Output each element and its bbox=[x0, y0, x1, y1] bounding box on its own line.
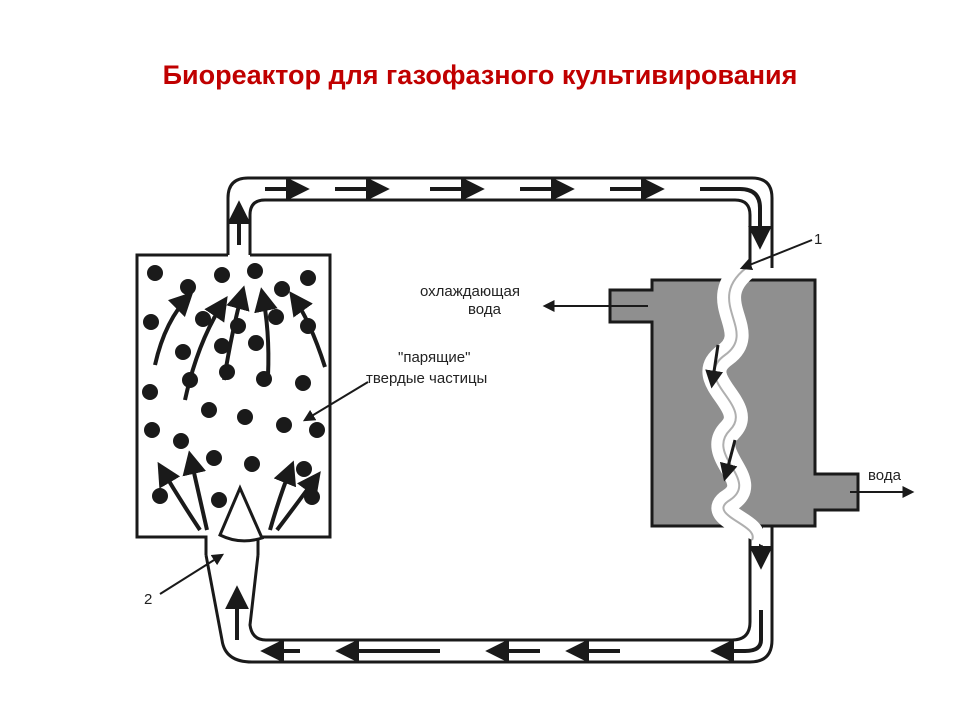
particle bbox=[248, 335, 264, 351]
gas-jet-arrow bbox=[254, 287, 278, 377]
gas-jet-arrow bbox=[268, 460, 297, 531]
particle bbox=[247, 263, 263, 279]
gas-jet-arrow bbox=[183, 296, 228, 401]
particle bbox=[214, 338, 230, 354]
gas-jet-arrow bbox=[275, 471, 321, 532]
flow-arrows bbox=[225, 177, 773, 663]
particle bbox=[211, 492, 227, 508]
particle bbox=[144, 422, 160, 438]
particle bbox=[152, 488, 168, 504]
particle bbox=[142, 384, 158, 400]
particles-label-line1: "парящие" bbox=[398, 349, 470, 366]
coil-flow-arrow bbox=[705, 344, 724, 389]
particle bbox=[147, 265, 163, 281]
water-outlet-label: вода bbox=[868, 467, 902, 484]
particle bbox=[206, 450, 222, 466]
particles-label-line2: твердые частицы bbox=[366, 370, 487, 387]
particle bbox=[175, 344, 191, 360]
particle bbox=[268, 309, 284, 325]
gas-jet-arrows bbox=[153, 285, 327, 532]
gas-nozzle bbox=[218, 484, 265, 543]
coil-flow-arrow bbox=[719, 439, 738, 482]
particle bbox=[244, 456, 260, 472]
flow-arrow bbox=[700, 187, 772, 250]
particle bbox=[295, 375, 311, 391]
particle bbox=[309, 422, 325, 438]
particle bbox=[296, 461, 312, 477]
reactor-vessel bbox=[135, 253, 332, 555]
particle bbox=[143, 314, 159, 330]
flow-arrow bbox=[710, 610, 763, 663]
gas-jet-arrow bbox=[157, 461, 202, 532]
marker-2-label: 2 bbox=[144, 591, 152, 608]
gas-jet-arrow bbox=[289, 291, 327, 368]
marker-1-label: 1 bbox=[814, 231, 822, 248]
heat-exchanger bbox=[608, 255, 860, 546]
slide-title: Биореактор для газофазного культивирован… bbox=[162, 60, 798, 90]
cooling-water-label-line1: охлаждающая bbox=[420, 283, 520, 300]
leader-line-particles bbox=[302, 381, 369, 422]
particle bbox=[201, 402, 217, 418]
pipe-inner-wall bbox=[248, 198, 752, 268]
heat-exchanger-coil bbox=[702, 255, 765, 546]
cooling-water-label-line2: вода bbox=[468, 301, 502, 318]
particle bbox=[173, 433, 189, 449]
pipe-outer-wall bbox=[226, 176, 774, 268]
particle bbox=[180, 279, 196, 295]
particle bbox=[237, 409, 253, 425]
particle bbox=[274, 281, 290, 297]
particle bbox=[300, 270, 316, 286]
leader-line-2 bbox=[159, 553, 225, 595]
particle bbox=[214, 267, 230, 283]
leader-line-1 bbox=[739, 239, 813, 271]
gas-jet-arrow bbox=[222, 285, 250, 381]
gas-jet-arrow bbox=[153, 291, 194, 366]
particle bbox=[276, 417, 292, 433]
gas-jet-arrow bbox=[182, 450, 209, 531]
